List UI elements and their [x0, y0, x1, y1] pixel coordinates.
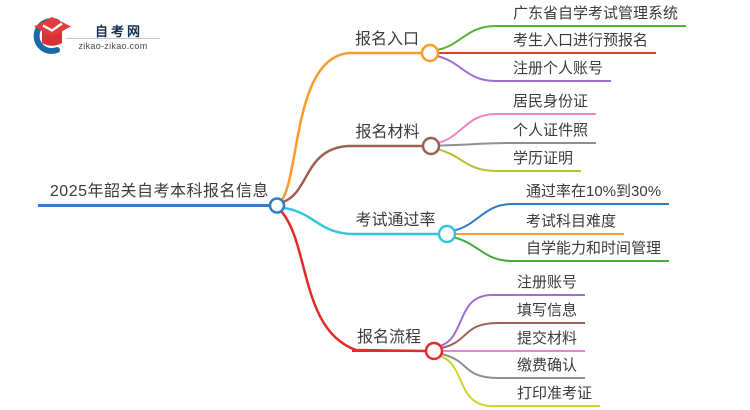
link-b4-leaf2 [440, 322, 520, 349]
link-b2-leaf3 [436, 148, 515, 172]
link-b4-leaf4 [440, 353, 520, 379]
logo: 自考网 zikao-zikao.com [28, 12, 160, 60]
branch3-handle[interactable] [437, 224, 457, 244]
leaf-node-4-3[interactable]: 提交材料 [512, 328, 586, 352]
leaf-node-4-1[interactable]: 注册账号 [512, 272, 586, 296]
leaf-node-2-1[interactable]: 居民身份证 [508, 91, 597, 115]
leaf-node-1-1[interactable]: 广东省自学考试管理系统 [508, 3, 687, 27]
link-b4-leaf1 [439, 294, 520, 347]
branch-registration-entry[interactable]: 报名入口 [352, 28, 422, 54]
leaf-node-3-3[interactable]: 自学能力和时间管理 [521, 238, 670, 262]
graduation-cap-icon [33, 17, 71, 54]
root-node[interactable]: 2025年韶关自考本科报名信息 [38, 179, 271, 207]
leaf-node-4-5[interactable]: 打印准考证 [512, 383, 601, 407]
link-b1-leaf3 [436, 55, 515, 82]
leaf-node-2-3[interactable]: 学历证明 [508, 148, 582, 172]
leaf-node-4-4[interactable]: 缴费确认 [512, 355, 586, 379]
branch4-handle[interactable] [424, 341, 444, 361]
link-root-branch2 [282, 144, 423, 204]
leaf-node-1-3[interactable]: 注册个人账号 [508, 58, 612, 82]
leaf-node-1-2[interactable]: 考生入口进行预报名 [508, 30, 657, 54]
link-b2-leaf1 [437, 113, 515, 144]
link-b4-leaf5 [439, 355, 520, 407]
branch-registration-process[interactable]: 报名流程 [352, 326, 426, 352]
branch1-handle[interactable] [420, 43, 440, 63]
link-b3-leaf1 [453, 203, 530, 232]
logo-domain: zikao-zikao.com [78, 41, 148, 51]
link-b3-leaf3 [453, 236, 530, 262]
leaf-node-4-2[interactable]: 填写信息 [512, 300, 586, 324]
link-b1-leaf1 [436, 25, 515, 51]
logo-divider [66, 38, 160, 39]
branch2-handle[interactable] [421, 136, 441, 156]
branch-exam-pass-rate[interactable]: 考试通过率 [352, 209, 439, 235]
link-b2-leaf2 [438, 142, 516, 147]
branch-registration-materials[interactable]: 报名材料 [352, 121, 423, 147]
leaf-node-3-2[interactable]: 考试科目难度 [521, 211, 625, 235]
leaf-node-2-2[interactable]: 个人证件照 [508, 120, 597, 144]
root-handle[interactable] [268, 197, 286, 214]
logo-title: 自考网 [94, 24, 143, 39]
leaf-node-3-1[interactable]: 通过率在10%到30% [521, 181, 670, 205]
